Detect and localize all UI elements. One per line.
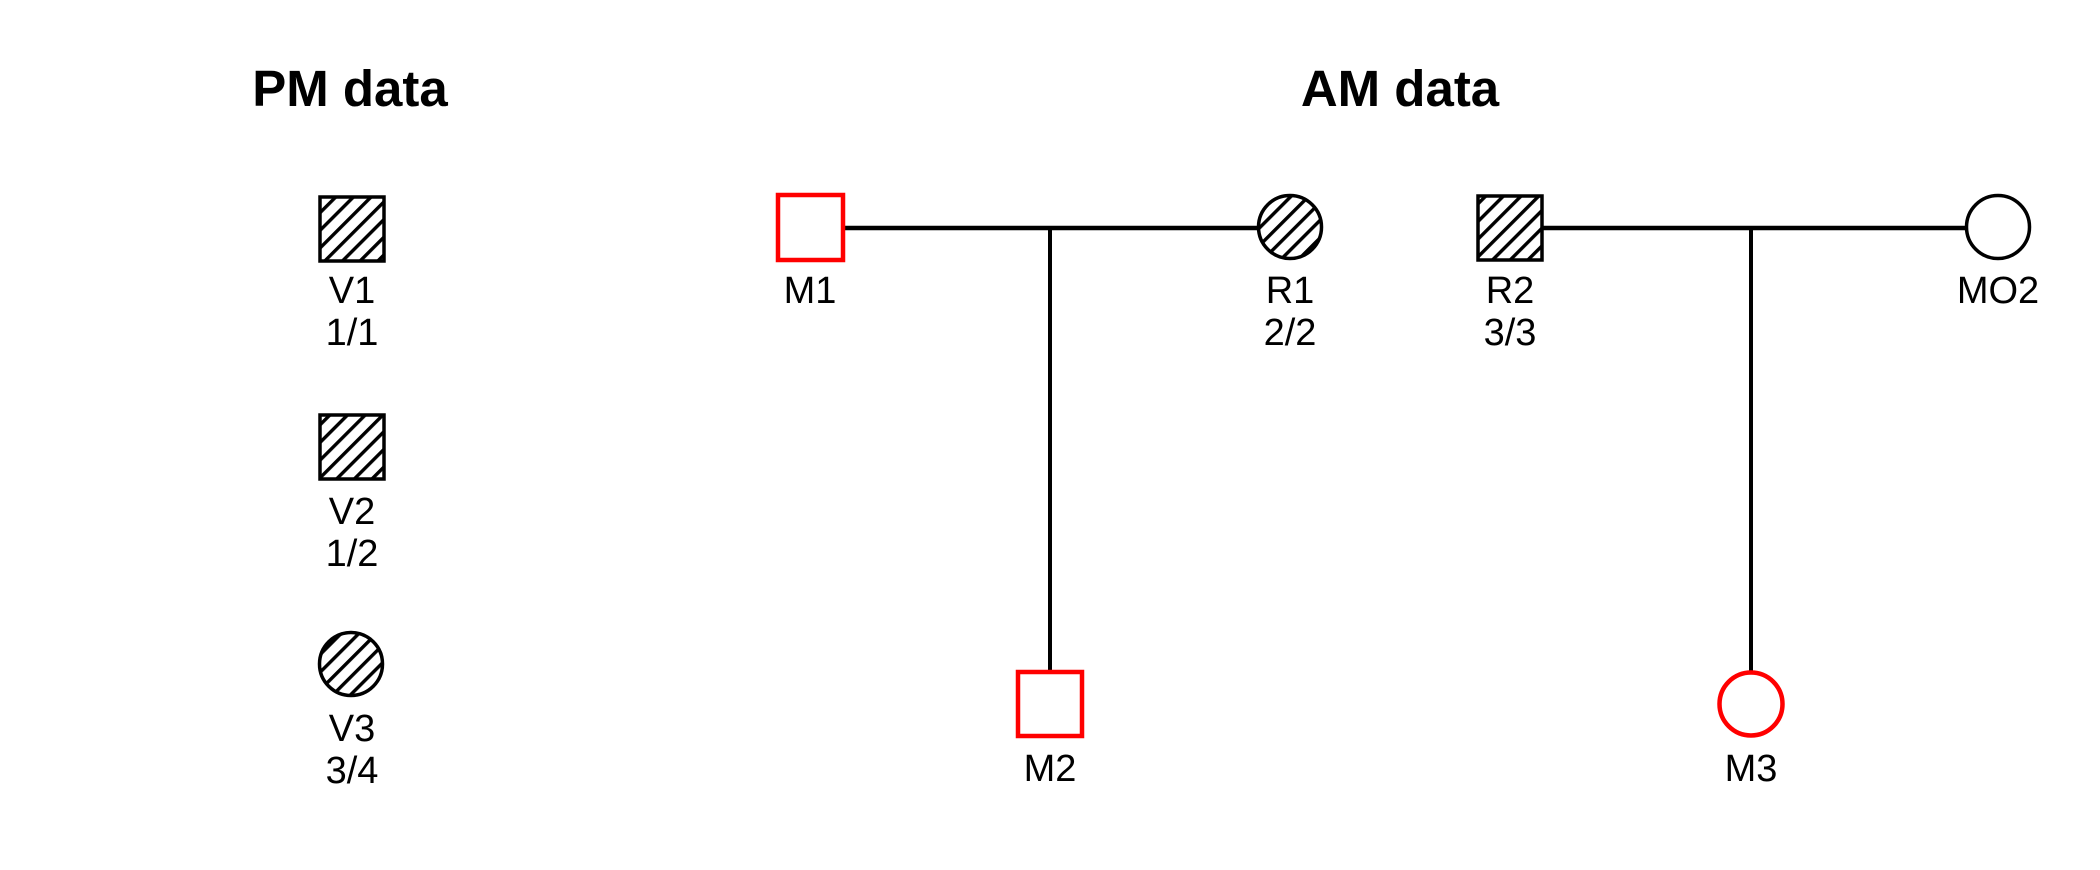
reference-r1-genotype-label: 2/2 bbox=[1264, 312, 1317, 354]
missing-person-m1-id-label: M1 bbox=[784, 270, 837, 312]
reference-r1-id-label: R1 bbox=[1266, 270, 1315, 312]
reference-r2-id-label: R2 bbox=[1486, 270, 1535, 312]
reference-r1-hatched-circle-icon bbox=[1256, 193, 1324, 261]
victim-v3-id-label: V3 bbox=[329, 708, 375, 750]
pm-panel-title: PM data bbox=[252, 60, 448, 117]
am-family-1: M1 R1 2/2 M2 bbox=[775, 192, 1324, 790]
pm-victim-v3: V3 3/4 bbox=[317, 630, 385, 792]
victim-v1-genotype-label: 1/1 bbox=[326, 312, 379, 354]
person-mo2-id-label: MO2 bbox=[1957, 270, 2039, 312]
missing-person-m2-id-label: M2 bbox=[1024, 748, 1077, 790]
victim-v2-hatched-square-icon bbox=[318, 413, 386, 481]
person-mo2-plain-circle-icon bbox=[1964, 193, 2032, 261]
missing-person-m3-id-label: M3 bbox=[1725, 748, 1778, 790]
victim-v3-hatched-circle-icon bbox=[317, 630, 385, 698]
victim-v2-genotype-label: 1/2 bbox=[326, 533, 379, 575]
reference-r2-genotype-label: 3/3 bbox=[1484, 312, 1537, 354]
missing-person-m1-red-square-icon bbox=[775, 192, 846, 263]
victim-v1-id-label: V1 bbox=[329, 270, 375, 312]
pm-victim-v2: V2 1/2 bbox=[318, 413, 386, 575]
missing-person-m3-red-circle-icon bbox=[1717, 670, 1785, 738]
missing-person-m2-red-square-icon bbox=[1015, 669, 1085, 739]
am-panel-title: AM data bbox=[1301, 60, 1500, 117]
victim-v1-hatched-square-icon bbox=[318, 195, 386, 263]
am-family-2: R2 3/3 MO2 M3 bbox=[1476, 193, 2039, 790]
pm-victim-v1: V1 1/1 bbox=[318, 195, 386, 354]
victim-v3-genotype-label: 3/4 bbox=[326, 750, 379, 792]
victim-v2-id-label: V2 bbox=[329, 491, 375, 533]
reference-r2-hatched-square-icon bbox=[1476, 194, 1544, 262]
